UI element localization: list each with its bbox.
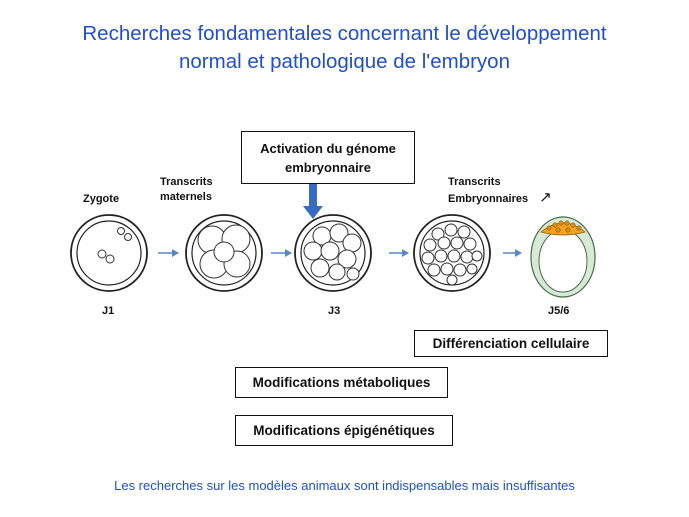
box-cell-differentiation: Différenciation cellulaire: [414, 330, 608, 357]
label-maternal-transcripts: Transcrits maternels: [160, 175, 213, 205]
box-epigenetic-modifications: Modifications épigénétiques: [235, 415, 453, 446]
slide-title: Recherches fondamentales concernant le d…: [0, 20, 689, 76]
day-j1: J1: [102, 305, 115, 317]
title-line-1: Recherches fondamentales concernant le d…: [82, 22, 607, 45]
zygote-cell: [70, 214, 148, 292]
label-embryonic-line-1: Transcrits: [448, 176, 501, 188]
compacted-morula: [413, 214, 491, 292]
label-maternal-line-2: maternels: [160, 191, 212, 203]
box-genome-activation: Activation du génome embryonnaire: [241, 131, 415, 184]
label-embryonic-transcripts: Transcrits Embryonnaires ↗: [448, 175, 552, 207]
label-embryonic-line-2-text: Embryonnaires: [448, 193, 529, 205]
genome-activation-down-arrow: [303, 184, 323, 219]
box-activation-line-2: embryonnaire: [285, 159, 371, 175]
morula-embryo: [294, 214, 372, 292]
footer-note: Les recherches sur les modèles animaux s…: [114, 478, 575, 493]
blastocyst: [530, 216, 596, 298]
box-metabolic-modifications: Modifications métaboliques: [235, 367, 448, 398]
day-j3: J3: [328, 305, 341, 317]
title-line-2: normal et pathologique de l'embryon: [179, 50, 510, 73]
day-j5-6: J5/6: [548, 305, 570, 317]
label-embryonic-line-2: Embryonnaires ↗: [448, 190, 552, 207]
label-zygote: Zygote: [83, 193, 120, 205]
increase-arrow-icon: ↗: [539, 189, 552, 206]
label-maternal-line-1: Transcrits: [160, 176, 213, 188]
eight-cell-embryo: [185, 214, 263, 292]
box-activation-line-1: Activation du génome: [260, 140, 396, 156]
